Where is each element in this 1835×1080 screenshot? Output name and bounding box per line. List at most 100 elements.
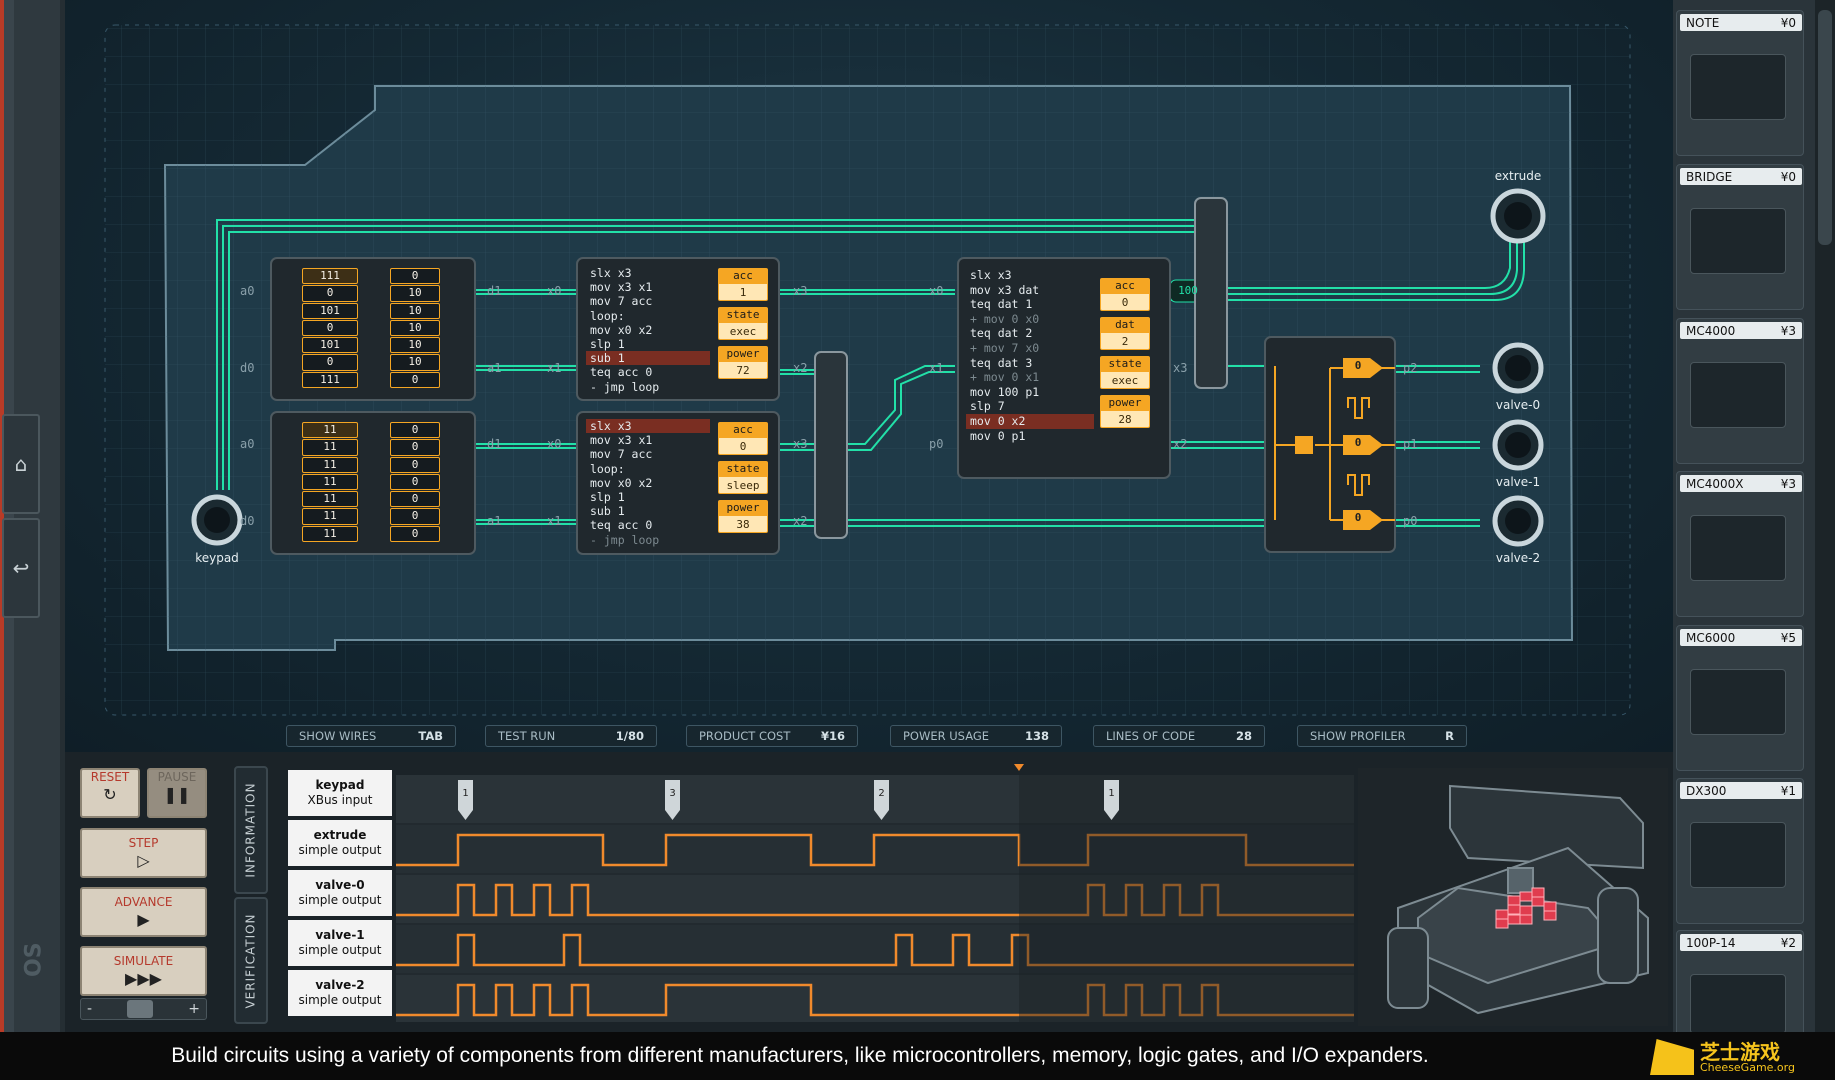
register-state-value: exec	[1100, 371, 1150, 389]
pin-d1: d1	[487, 284, 502, 298]
palette-thumbnail[interactable]	[1690, 362, 1786, 428]
valve-1-port[interactable]	[1492, 419, 1544, 471]
reset-button[interactable]: RESET↻	[80, 768, 140, 818]
palette-item-100p-14[interactable]: 100P-14¥2	[1680, 934, 1802, 951]
palette-thumbnail[interactable]	[1690, 515, 1786, 581]
memory-cell[interactable]: 0	[390, 525, 440, 543]
tab-information[interactable]: INFORMATION	[234, 766, 268, 894]
memory-cell[interactable]: 10	[390, 285, 440, 302]
extrude-port[interactable]	[1490, 188, 1546, 244]
palette-item-mc4000x[interactable]: MC4000X¥3	[1680, 475, 1802, 492]
speed-slider-handle[interactable]	[127, 1000, 154, 1018]
code-line: mov x3 x1	[590, 280, 653, 295]
waveform	[396, 833, 1354, 867]
step-button[interactable]: STEP▷	[80, 828, 207, 878]
palette-thumbnail[interactable]	[1690, 208, 1786, 274]
pin-x2-2: x2	[793, 514, 808, 528]
palette-item-dx300[interactable]: DX300¥1	[1680, 782, 1802, 799]
os-logo: OS	[21, 942, 47, 978]
palette-thumbnail[interactable]	[1690, 54, 1786, 120]
keypad-port[interactable]	[191, 494, 243, 546]
code-line: + mov 0 x1	[970, 370, 1040, 385]
valve-1-label: valve-1	[1495, 475, 1541, 489]
keypad-label: keypad	[195, 551, 239, 565]
memory-cell[interactable]: 11	[302, 491, 358, 508]
valve-0-port[interactable]	[1492, 342, 1544, 394]
code-line: mov 0 x2	[966, 413, 1094, 429]
memory-cell[interactable]: 0	[302, 285, 358, 302]
code-line: teq dat 2	[970, 326, 1033, 341]
memory-cell[interactable]: 11	[302, 422, 358, 439]
memory-cell[interactable]: 11	[302, 473, 358, 491]
code-line: teq acc 0	[590, 518, 653, 533]
memory-cell[interactable]: 111	[302, 268, 358, 285]
pin-x0: x0	[547, 284, 562, 298]
timing-waveforms	[396, 775, 1354, 1022]
memory-cell[interactable]: 11	[302, 525, 358, 543]
memory-cell[interactable]: 10	[390, 337, 440, 354]
code-line: slx x3	[970, 268, 1012, 282]
memory-cell[interactable]: 0	[390, 473, 440, 491]
memory-cell[interactable]: 0	[390, 422, 440, 439]
memory-cell[interactable]: 0	[302, 354, 358, 371]
memory-cell[interactable]: 0	[390, 268, 440, 285]
simulate-button[interactable]: SIMULATE▶▶▶	[80, 946, 207, 996]
palette-scroll-thumb[interactable]	[1818, 10, 1832, 245]
palette-item-mc6000[interactable]: MC6000¥5	[1680, 629, 1802, 646]
palette-thumbnail[interactable]	[1690, 974, 1786, 1034]
memory-cell[interactable]: 0	[390, 508, 440, 525]
memory-cell[interactable]: 11	[302, 456, 358, 473]
code-line: slx x3	[590, 266, 632, 280]
code-line: slp 1	[590, 490, 625, 505]
code-line: slp 7	[970, 399, 1005, 414]
memory-cell[interactable]: 0	[390, 371, 440, 389]
memory-cell[interactable]: 10	[390, 302, 440, 319]
speed-increase[interactable]: +	[188, 1001, 200, 1017]
memory-cell[interactable]: 111	[302, 371, 358, 389]
palette-thumbnail[interactable]	[1690, 669, 1786, 735]
palette-scrollbar[interactable]	[1815, 0, 1835, 1032]
memory-cell[interactable]: 11	[302, 439, 358, 456]
undo-button[interactable]: ↩	[2, 518, 40, 618]
memory-cell[interactable]: 11	[302, 508, 358, 525]
register-state-label: state	[718, 307, 768, 322]
speed-decrease[interactable]: -	[87, 1001, 93, 1017]
memory-cell[interactable]: 10	[390, 354, 440, 371]
palette-thumbnail[interactable]	[1690, 822, 1786, 888]
bridge-2[interactable]	[814, 351, 848, 539]
keypad-event-marker: 3	[665, 780, 680, 820]
tab-verification[interactable]: VERIFICATION	[234, 897, 268, 1024]
code-line: sub 1	[590, 504, 625, 519]
palette-item-note[interactable]: NOTE¥0	[1680, 14, 1802, 31]
dx300-node	[1295, 436, 1313, 454]
keypad-event-marker: 2	[874, 780, 889, 820]
memory-cell[interactable]: 101	[302, 337, 358, 354]
memory-cell[interactable]: 101	[302, 302, 358, 319]
palette-item-bridge[interactable]: BRIDGE¥0	[1680, 168, 1802, 185]
home-button[interactable]: ⌂	[2, 414, 40, 514]
memory-cell[interactable]: 10	[390, 319, 440, 337]
memory-cell[interactable]: 0	[302, 319, 358, 337]
advance-button[interactable]: ADVANCE▶	[80, 887, 207, 937]
pause-button[interactable]: PAUSE❚❚	[147, 768, 207, 818]
speed-slider[interactable]: - +	[80, 998, 207, 1020]
code-line: mov x3 dat	[970, 282, 1040, 297]
memory-cell[interactable]: 0	[390, 456, 440, 473]
advance-icon: ▶	[137, 910, 150, 929]
valve-2-port[interactable]	[1492, 495, 1544, 547]
memory-cell[interactable]: 0	[390, 491, 440, 508]
pin-d1-2: d1	[487, 437, 502, 451]
pin-p0-2: p0	[1403, 514, 1418, 528]
palette-item-mc4000[interactable]: MC4000¥3	[1680, 322, 1802, 339]
memory-cell[interactable]: 0	[390, 439, 440, 456]
bridge-1[interactable]	[1194, 197, 1228, 389]
